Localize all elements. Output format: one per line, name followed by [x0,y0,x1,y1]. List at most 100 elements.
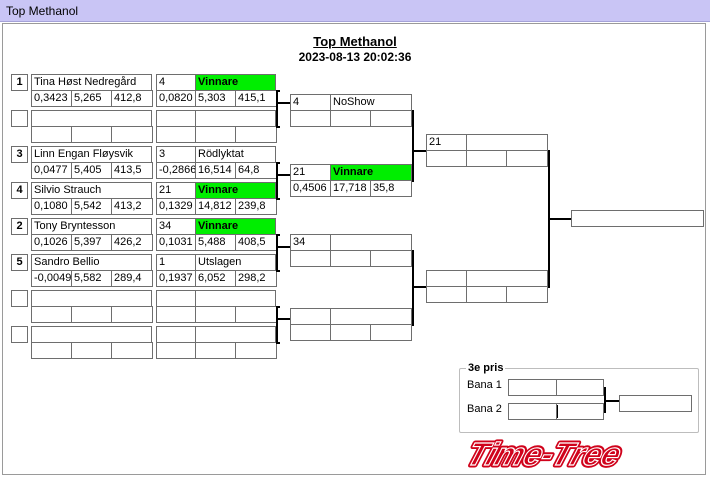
seed-box[interactable]: 3 [11,146,28,163]
opponent-stat-0[interactable]: 0,1329 [156,198,196,215]
driver-name[interactable] [31,290,152,307]
opponent-stat-0[interactable]: -0,2866 [156,162,196,179]
result-label[interactable]: Vinnare [195,218,276,235]
opponent-stat-1[interactable]: 6,052 [195,270,236,287]
lane1-reaction[interactable] [508,379,557,396]
round2-label[interactable]: 4 [290,94,331,111]
seed-box[interactable]: 2 [11,218,28,235]
opponent-stat-1[interactable]: 14,812 [195,198,236,215]
opponent-stat-0[interactable] [156,342,196,359]
lane2-time[interactable] [556,403,604,420]
opponent-stat-1[interactable] [195,126,236,143]
driver-name[interactable]: Linn Engan Fløysvik [31,146,152,163]
driver-name[interactable] [31,110,152,127]
lane2-reaction[interactable] [508,403,557,420]
seed-box[interactable] [11,326,28,343]
driver-stat-2[interactable]: 412,8 [111,90,153,107]
round3-stat-2[interactable] [506,150,548,167]
opponent-stat-0[interactable]: 0,1031 [156,234,196,251]
driver-stat-1[interactable] [71,342,112,359]
driver-name[interactable]: Silvio Strauch [31,182,152,199]
opponent-stat-1[interactable]: 16,514 [195,162,236,179]
opponent-stat-2[interactable] [235,126,277,143]
result-label[interactable]: Utslagen [195,254,276,271]
driver-stat-2[interactable]: 413,2 [111,198,153,215]
third-place-winner-box[interactable] [619,395,692,412]
driver-stat-2[interactable] [111,306,153,323]
driver-stat-0[interactable]: -0,0049 [31,270,72,287]
reaction-label[interactable]: 21 [156,182,196,199]
round3-stat-1[interactable] [466,286,507,303]
round3-stat-2[interactable] [506,286,548,303]
round2-stat-2[interactable] [370,324,412,341]
opponent-stat-1[interactable]: 5,303 [195,90,236,107]
round3-label[interactable]: 21 [426,134,467,151]
driver-name[interactable] [31,326,152,343]
round2-label[interactable] [290,308,331,325]
driver-stat-2[interactable]: 413,5 [111,162,153,179]
round3-label[interactable] [426,270,467,287]
result-label[interactable]: Vinnare [195,182,276,199]
round3-result[interactable] [466,134,548,151]
result-label[interactable]: Rödlyktat [195,146,276,163]
driver-stat-0[interactable] [31,126,72,143]
driver-stat-2[interactable]: 289,4 [111,270,153,287]
round2-label[interactable]: 21 [290,164,331,181]
driver-stat-1[interactable] [71,126,112,143]
round2-result[interactable] [330,234,412,251]
round3-stat-0[interactable] [426,286,467,303]
opponent-stat-2[interactable] [235,342,277,359]
opponent-stat-2[interactable]: 64,8 [235,162,277,179]
seed-box[interactable]: 5 [11,254,28,271]
opponent-stat-2[interactable]: 408,5 [235,234,277,251]
round3-result[interactable] [466,270,548,287]
reaction-label[interactable] [156,290,196,307]
round2-stat-0[interactable] [290,110,331,127]
round2-stat-2[interactable] [370,110,412,127]
driver-stat-0[interactable]: 0,0477 [31,162,72,179]
driver-stat-0[interactable] [31,306,72,323]
driver-stat-0[interactable]: 0,1026 [31,234,72,251]
seed-box[interactable] [11,110,28,127]
round2-stat-1[interactable] [330,324,371,341]
reaction-label[interactable] [156,326,196,343]
reaction-label[interactable]: 1 [156,254,196,271]
driver-name[interactable]: Sandro Bellio [31,254,152,271]
driver-name[interactable]: Tony Bryntesson [31,218,152,235]
driver-stat-0[interactable] [31,342,72,359]
driver-stat-0[interactable]: 0,1080 [31,198,72,215]
round2-result[interactable] [330,308,412,325]
driver-stat-2[interactable] [111,342,153,359]
driver-stat-1[interactable]: 5,405 [71,162,112,179]
driver-stat-1[interactable] [71,306,112,323]
round2-stat-0[interactable] [290,250,331,267]
reaction-label[interactable]: 3 [156,146,196,163]
opponent-stat-1[interactable] [195,306,236,323]
reaction-label[interactable]: 4 [156,74,196,91]
seed-box[interactable]: 1 [11,74,28,91]
driver-stat-1[interactable]: 5,582 [71,270,112,287]
round2-stat-1[interactable] [330,110,371,127]
driver-stat-1[interactable]: 5,265 [71,90,112,107]
opponent-stat-0[interactable]: 0,1937 [156,270,196,287]
driver-stat-2[interactable]: 426,2 [111,234,153,251]
opponent-stat-2[interactable]: 298,2 [235,270,277,287]
driver-stat-2[interactable] [111,126,153,143]
result-label[interactable] [195,290,276,307]
opponent-stat-0[interactable] [156,306,196,323]
opponent-stat-1[interactable] [195,342,236,359]
round3-stat-0[interactable] [426,150,467,167]
opponent-stat-2[interactable]: 239,8 [235,198,277,215]
round2-stat-1[interactable] [330,250,371,267]
seed-box[interactable] [11,290,28,307]
result-label[interactable] [195,326,276,343]
opponent-stat-0[interactable]: 0,0820 [156,90,196,107]
round2-stat-0[interactable]: 0,4506 [290,180,331,197]
round2-stat-2[interactable]: 35,8 [370,180,412,197]
lane1-time[interactable] [556,379,604,396]
seed-box[interactable]: 4 [11,182,28,199]
result-label[interactable] [195,110,276,127]
round2-stat-0[interactable] [290,324,331,341]
round2-label[interactable]: 34 [290,234,331,251]
reaction-label[interactable] [156,110,196,127]
